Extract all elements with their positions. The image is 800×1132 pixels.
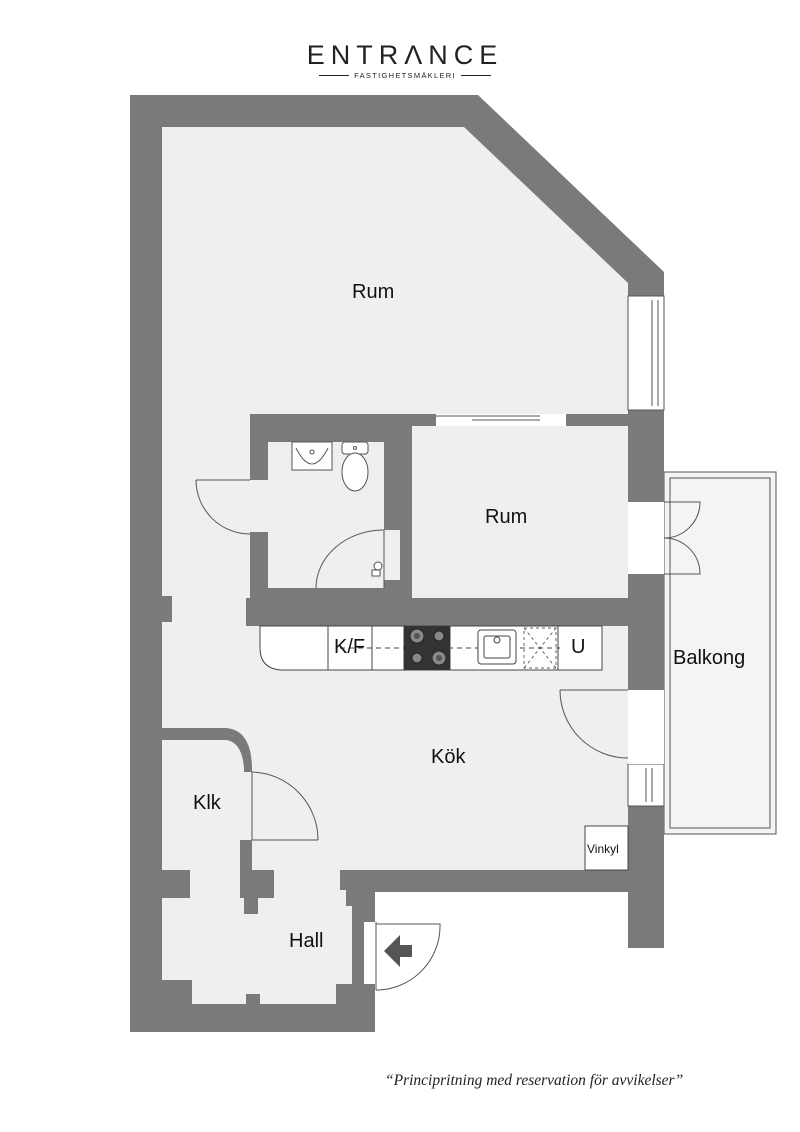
entrance-door[interactable] [364, 922, 441, 991]
entrance-arrow-icon [384, 935, 412, 967]
window-kitchen [627, 763, 665, 807]
fixture-label-oven: U [571, 636, 586, 658]
room-label-closet: Klk [193, 792, 221, 814]
brand-name: ENTRΛNCE [306, 40, 504, 70]
kitchen-sink [477, 629, 517, 665]
divider [460, 75, 491, 76]
bedroom-floor [412, 426, 628, 598]
balcony-door[interactable] [663, 501, 701, 575]
bathroom-door-inner[interactable] [315, 529, 385, 589]
kitchen-balcony-door[interactable] [559, 689, 629, 759]
room-label-living: Rum [352, 281, 395, 303]
disclaimer-caption: “Principritning med reservation för avvi… [385, 1072, 684, 1089]
dishwasher [523, 627, 557, 669]
brand-logo: ENTRΛNCE FASTIGHETSMÄKLERI [300, 40, 510, 80]
bathroom-sink [291, 441, 333, 471]
fixture-label-fridge: K/F [334, 636, 366, 658]
room-label-balcony: Balkong [673, 647, 746, 669]
brand-subtitle: FASTIGHETSMÄKLERI [354, 71, 456, 80]
bathroom-door-left[interactable] [195, 479, 251, 535]
window-east [627, 295, 665, 411]
room-label-bedroom: Rum [485, 506, 528, 528]
stove [404, 626, 450, 670]
divider [319, 75, 350, 76]
room-label-hall: Hall [289, 930, 324, 952]
fixture-label-wine-cooler: Vinkyl [587, 842, 619, 856]
bedroom-sliding-door[interactable] [436, 414, 566, 426]
wine-cooler [584, 825, 629, 871]
closet-door[interactable] [251, 771, 319, 841]
shower-fixture [371, 561, 383, 577]
brand-tagline: FASTIGHETSMÄKLERI [300, 71, 510, 80]
room-label-kitchen: Kök [431, 746, 466, 768]
toilet [341, 441, 369, 492]
